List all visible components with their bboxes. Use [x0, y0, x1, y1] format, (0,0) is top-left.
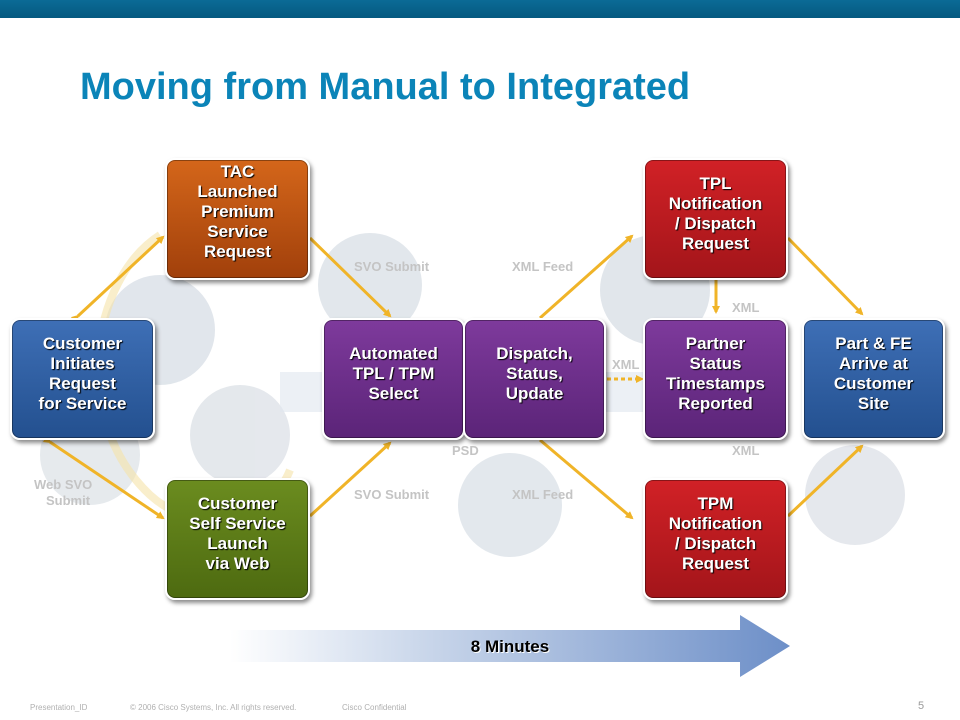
footer-confidential: Cisco Confidential: [342, 703, 407, 712]
connector-customer-self: [42, 435, 165, 520]
connector-dispatch-tpl: [539, 234, 634, 320]
box-dispatch-status: Dispatch, Status, Update: [463, 318, 606, 440]
connector-tac-automated: [308, 236, 392, 318]
time-arrow-label: 8 Minutes: [470, 637, 550, 656]
label-xml-feed-top: XML Feed: [512, 259, 574, 274]
label-web-svo: Web SVO: [34, 477, 93, 492]
time-arrow: [230, 615, 790, 677]
connector-tpm-site: [786, 444, 864, 518]
page-number: 5: [918, 700, 925, 712]
connector-customer-tac: [70, 235, 165, 324]
label-xml-right-top: XML: [732, 300, 760, 315]
header-bar: [0, 0, 960, 18]
page-title: Moving from Manual to Integrated: [80, 66, 691, 108]
label-xml-right-bottom: XML: [732, 443, 760, 458]
box-automated-select: Automated TPL / TPM Select: [322, 318, 465, 440]
footer-presentation-id: Presentation_ID: [30, 703, 88, 712]
label-web-svo-submit: Submit: [46, 493, 91, 508]
box-part-fe-arrive: Part & FE Arrive at Customer Site: [802, 318, 945, 440]
connector-dispatch-tpm: [539, 438, 634, 520]
connector-tpl-site: [786, 236, 864, 316]
label-svo-submit-bottom: SVO Submit: [354, 487, 430, 502]
box-customer-initiates: Customer Initiates Request for Service: [10, 318, 155, 440]
box-customer-self-service: Customer Self Service Launch via Web: [165, 478, 310, 600]
footer-copyright: © 2006 Cisco Systems, Inc. All rights re…: [130, 703, 297, 712]
label-xml-mid: XML: [612, 357, 640, 372]
label-psd: PSD: [452, 443, 479, 458]
box-tpm-notification: TPM Notification / Dispatch Request: [643, 478, 788, 600]
label-svo-submit-top: SVO Submit: [354, 259, 430, 274]
box-tpl-notification: TPL Notification / Dispatch Request: [643, 158, 788, 280]
box-tac-launched: TAC Launched Premium Service Request: [165, 158, 310, 280]
label-xml-feed-bottom: XML Feed: [512, 487, 574, 502]
box-partner-status: Partner Status Timestamps Reported: [643, 318, 788, 440]
connector-self-automated: [308, 441, 392, 518]
